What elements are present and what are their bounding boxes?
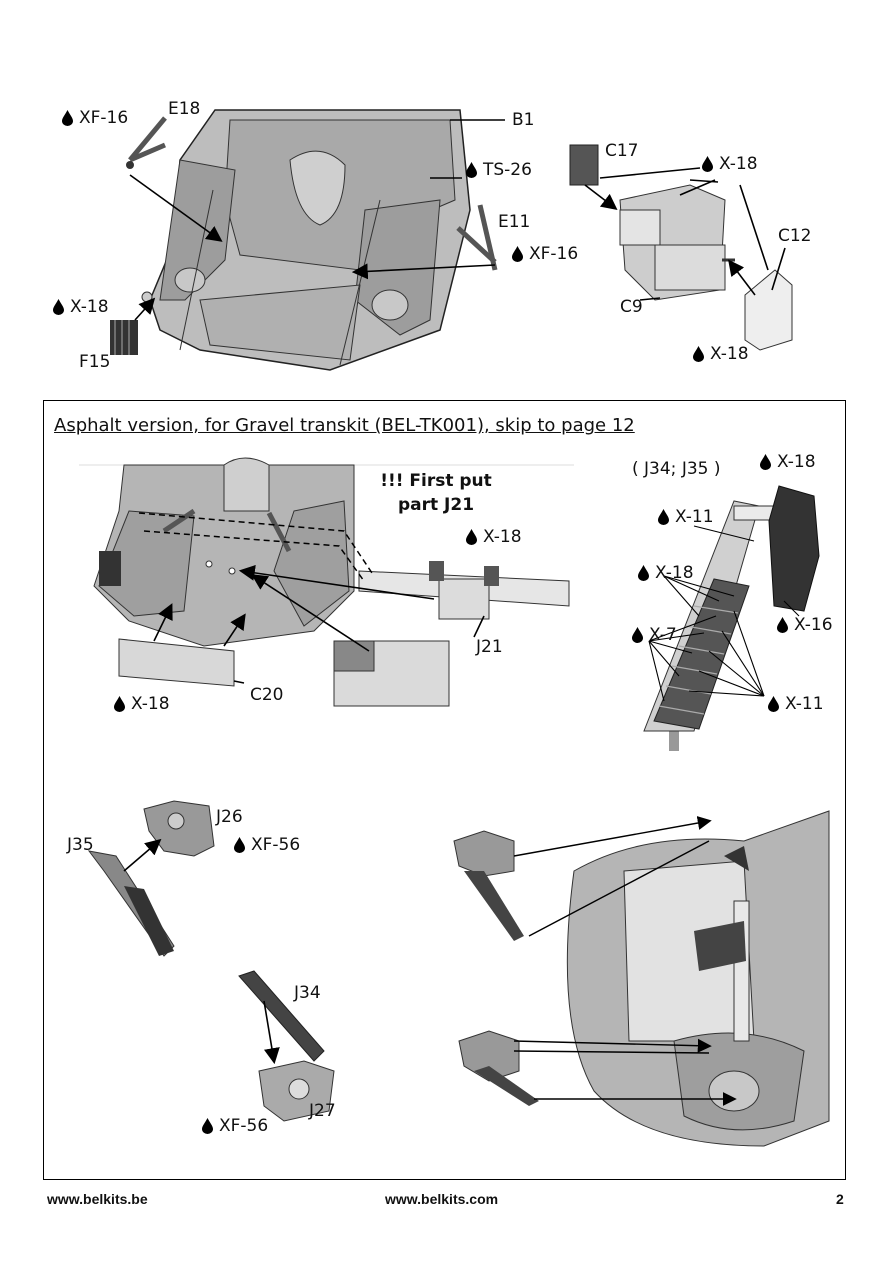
paint-drop-icon (53, 299, 64, 315)
first-put-line2: part J21 (397, 495, 475, 515)
paint-drop-icon (234, 837, 245, 853)
paint-xf56-j26: XF-56 (234, 835, 300, 855)
footer-center-link[interactable]: www.belkits.com (385, 1191, 499, 1207)
paint-x16-shock: X-16 (777, 615, 833, 635)
paint-drop-icon (512, 246, 523, 262)
paint-x18-shock-top: X-18 (760, 452, 816, 472)
motor-assembly-c9 (569, 144, 793, 351)
label-j34-j35: ( J34; J35 ) (632, 459, 721, 479)
paint-drop-icon (702, 156, 713, 172)
paint-drop-icon (62, 110, 73, 126)
paint-drop-icon (202, 1118, 213, 1134)
paint-x18-shock-mid: X-18 (638, 563, 694, 583)
label-c9: C9 (620, 297, 643, 317)
chassis-floor-b1 (149, 109, 471, 371)
motor-block (333, 640, 450, 707)
paint-x11-shock-rod: X-11 (658, 507, 714, 527)
label-j21: J21 (476, 637, 503, 657)
paint-drop-icon (114, 696, 125, 712)
chassis-rear-view (79, 457, 574, 647)
label-b1: B1 (512, 110, 535, 130)
label-c17: C17 (605, 141, 639, 161)
paint-x18-c12: X-18 (693, 344, 749, 364)
label-c20: C20 (250, 685, 284, 705)
label-j26: J26 (216, 807, 243, 827)
shock-absorber-detail (643, 485, 820, 751)
paint-drop-icon (693, 346, 704, 362)
shock-leader-lines (648, 525, 800, 702)
part-f15 (110, 291, 153, 355)
first-put-line1: !!! First put (380, 471, 492, 491)
dashed-guides (138, 512, 375, 582)
parts-j35-j26 (87, 800, 215, 957)
paint-drop-icon (777, 617, 788, 633)
paint-x18-c17: X-18 (702, 154, 758, 174)
part-j21 (358, 561, 570, 620)
top-assembly-drawing (110, 109, 793, 371)
label-e11: E11 (498, 212, 531, 232)
paint-x18-c20: X-18 (114, 694, 170, 714)
paint-x11-spring: X-11 (768, 694, 824, 714)
label-j27: J27 (309, 1101, 336, 1121)
rear-arrows (513, 816, 737, 1106)
paint-drop-icon (768, 696, 779, 712)
rear-assembled-view (453, 810, 830, 1147)
paint-x7-spring: X-7 (632, 625, 677, 645)
footer-left-link[interactable]: www.belkits.be (47, 1191, 148, 1207)
paint-drop-icon (466, 162, 477, 178)
paint-ts26: TS-26 (466, 160, 532, 180)
paint-xf16-top-left: XF-16 (62, 108, 128, 128)
paint-x18-j21: X-18 (466, 527, 522, 547)
label-j34: J34 (294, 983, 321, 1003)
label-j35: J35 (67, 835, 94, 855)
asphalt-notice: Asphalt version, for Gravel transkit (BE… (54, 415, 635, 436)
paint-drop-icon (466, 529, 477, 545)
label-f15: F15 (79, 352, 111, 372)
paint-drop-icon (632, 627, 643, 643)
rod-e18 (126, 116, 167, 169)
parts-j34-j27 (238, 970, 335, 1122)
paint-drop-icon (638, 565, 649, 581)
lower-left-arrows (123, 838, 280, 1065)
panel-assembly-drawing (79, 457, 830, 1147)
label-c12: C12 (778, 226, 812, 246)
paint-xf56-j27: XF-56 (202, 1116, 268, 1136)
asphalt-version-panel: Asphalt version, for Gravel transkit (BE… (43, 400, 846, 1180)
paint-drop-icon (658, 509, 669, 525)
panel-leader-lines (153, 564, 485, 684)
rod-e11 (456, 204, 498, 271)
paint-x18-f15: X-18 (53, 297, 109, 317)
top-leader-lines (129, 119, 786, 321)
label-e18: E18 (168, 99, 201, 119)
first-put-instruction: !!! First put part J21 (376, 469, 496, 517)
page-number: 2 (836, 1191, 844, 1207)
paint-xf16-e11: XF-16 (512, 244, 578, 264)
part-c20 (118, 638, 235, 687)
paint-drop-icon (760, 454, 771, 470)
